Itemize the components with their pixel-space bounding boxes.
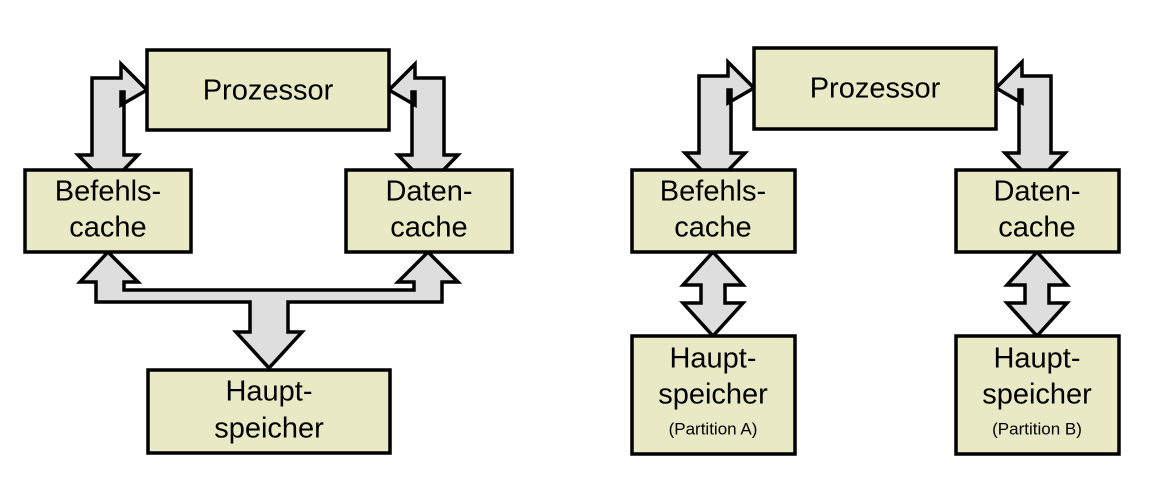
right-panel: Prozessor Befehls- cache Daten- cache Ha… bbox=[630, 46, 1121, 456]
node-left-main-memory-box bbox=[146, 368, 392, 455]
node-right-data-cache-label-1: Daten- bbox=[993, 176, 1080, 208]
node-right-instr-cache-label-1: Befehls- bbox=[660, 176, 766, 208]
node-right-processor[interactable]: Prozessor bbox=[752, 46, 998, 131]
connector-right-proc-data-arrow bbox=[993, 57, 1070, 187]
node-right-data-cache-box bbox=[954, 168, 1121, 254]
node-left-main-memory-label-2: speicher bbox=[214, 413, 324, 445]
node-right-main-memory-a[interactable]: Haupt- speicher (Partition A) bbox=[630, 334, 797, 456]
node-left-data-cache-label-1: Daten- bbox=[385, 176, 472, 208]
node-right-data-cache-label-2: cache bbox=[998, 212, 1075, 244]
node-left-data-cache-box bbox=[344, 168, 514, 254]
node-right-instr-cache-box bbox=[630, 168, 797, 254]
node-left-instr-cache-box bbox=[23, 168, 193, 254]
connector-right-data-mem-arrow bbox=[1003, 249, 1071, 339]
node-left-data-cache-label-2: cache bbox=[390, 212, 467, 244]
node-right-main-memory-a-label-2: speicher bbox=[658, 379, 768, 411]
node-left-processor-box bbox=[145, 48, 391, 132]
node-right-data-cache[interactable]: Daten- cache bbox=[954, 168, 1121, 254]
node-right-main-memory-a-partition-label: (Partition A) bbox=[669, 419, 758, 438]
node-right-main-memory-b-partition-label: (Partition B) bbox=[992, 419, 1082, 438]
node-left-processor[interactable]: Prozessor bbox=[145, 48, 391, 132]
node-left-data-cache[interactable]: Daten- cache bbox=[344, 168, 514, 254]
node-right-instr-cache[interactable]: Befehls- cache bbox=[630, 168, 797, 254]
node-left-processor-label: Prozessor bbox=[203, 75, 334, 107]
node-right-processor-box bbox=[752, 46, 998, 131]
node-right-main-memory-b-box bbox=[954, 334, 1121, 456]
connector-right-proc-instr-arrow bbox=[680, 57, 757, 187]
connector-left-memory-bus-arrow bbox=[75, 249, 463, 371]
node-right-main-memory-a-label-1: Haupt- bbox=[669, 343, 756, 375]
node-right-processor-label: Prozessor bbox=[810, 73, 941, 105]
node-left-instr-cache[interactable]: Befehls- cache bbox=[23, 168, 193, 254]
node-right-main-memory-a-box bbox=[630, 334, 797, 456]
node-right-main-memory-b-label-1: Haupt- bbox=[993, 343, 1080, 375]
node-right-instr-cache-label-2: cache bbox=[674, 212, 751, 244]
node-right-main-memory-b[interactable]: Haupt- speicher (Partition B) bbox=[954, 334, 1121, 456]
node-left-instr-cache-label-1: Befehls- bbox=[55, 176, 161, 208]
connector-left-proc-data-arrow bbox=[386, 59, 463, 189]
left-panel: Prozessor Befehls- cache Daten- cache Ha… bbox=[23, 48, 514, 455]
connector-left-proc-instr-arrow bbox=[73, 59, 150, 189]
connector-right-instr-mem-arrow bbox=[679, 249, 747, 339]
node-left-main-memory[interactable]: Haupt- speicher bbox=[146, 368, 392, 455]
node-left-main-memory-label-1: Haupt- bbox=[225, 376, 312, 408]
node-left-instr-cache-label-2: cache bbox=[69, 212, 146, 244]
node-right-main-memory-b-label-2: speicher bbox=[982, 379, 1092, 411]
